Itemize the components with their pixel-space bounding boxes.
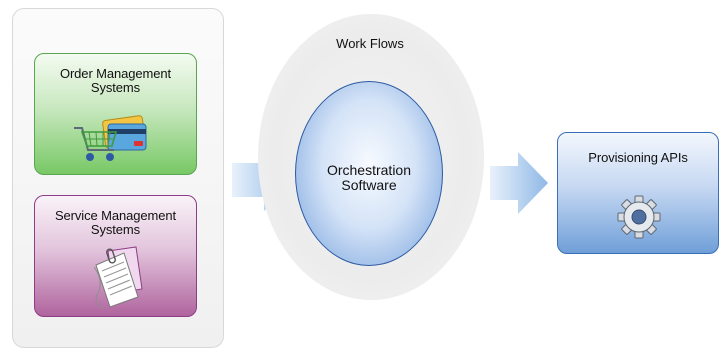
orchestration-circle (295, 81, 443, 266)
shopping-cart-credit-card-icon (74, 115, 147, 161)
workflow-title: Work Flows (336, 36, 404, 51)
order-management-label: Order Management Systems (41, 67, 190, 95)
orchestration-line2: Software (341, 177, 397, 193)
document-clipboard-icon (93, 246, 143, 310)
orchestration-label: Orchestration Software (300, 163, 438, 193)
arrow-to-provisioning (490, 152, 548, 214)
order-label-line1: Order Management (59, 66, 172, 81)
gear-icon (617, 195, 661, 239)
provisioning-apis-box: Provisioning APIs (557, 132, 719, 254)
order-label-line2: Systems (90, 80, 141, 95)
service-management-label: Service Management Systems (41, 209, 190, 237)
service-label-line1: Service Management (54, 208, 177, 223)
order-management-box: Order Management Systems (34, 53, 197, 175)
service-label-line2: Systems (90, 222, 141, 237)
provisioning-apis-label: Provisioning APIs (588, 150, 688, 165)
orchestration-line1: Orchestration (326, 162, 412, 178)
